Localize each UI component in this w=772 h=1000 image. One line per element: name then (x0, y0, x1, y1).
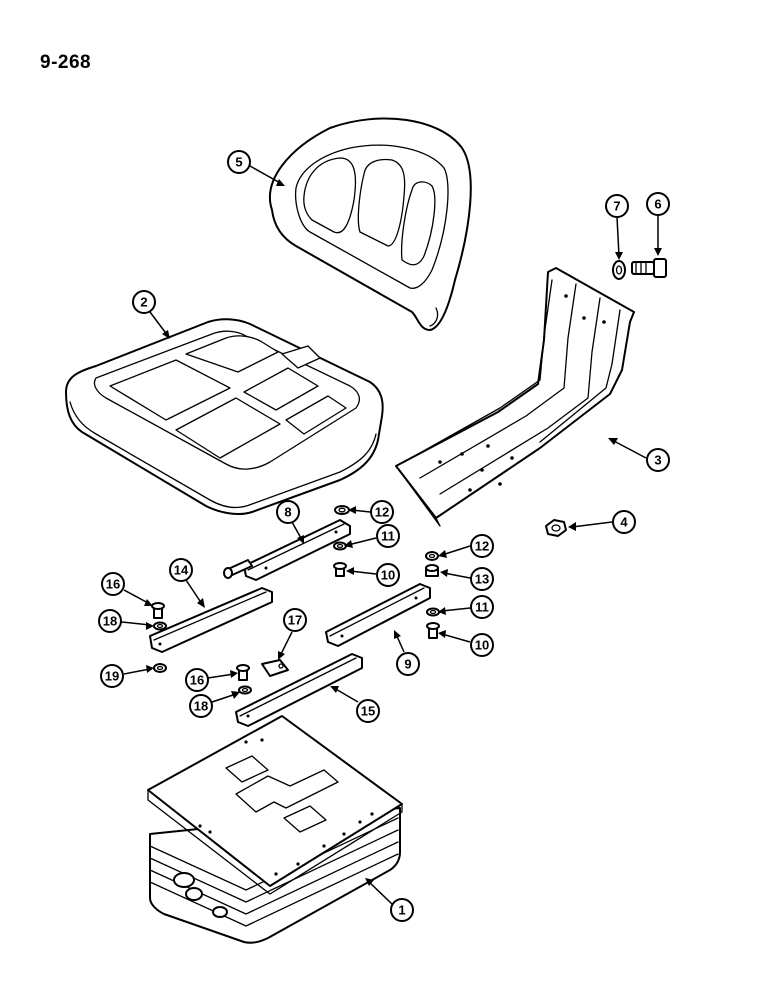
callout-label-12-lower: 12 (475, 539, 489, 554)
callout-12a: 12 (348, 500, 394, 524)
nut-12-right (425, 551, 439, 561)
callout-label-1: 1 (398, 903, 405, 918)
callout-label-14: 14 (174, 563, 189, 578)
callout-label-7: 7 (613, 199, 620, 214)
washer-18-center (238, 685, 252, 695)
callout-17: 17 (278, 608, 307, 660)
callout-16a: 16 (101, 572, 153, 606)
callout-16b: 16 (185, 668, 238, 692)
page-number: 9-268 (40, 52, 92, 73)
bolt-16-center (236, 664, 250, 681)
seat-cushion (65, 318, 384, 515)
callout-10b: 10 (438, 630, 494, 657)
slide-rail-8 (223, 519, 351, 581)
washer-7 (612, 260, 626, 280)
callout-10a: 10 (346, 563, 400, 587)
callout-label-3: 3 (654, 453, 661, 468)
callout-label-18-center: 18 (194, 699, 208, 714)
callout-3: 3 (608, 438, 670, 472)
spacer-13 (425, 564, 439, 577)
nut-19 (153, 663, 167, 673)
callout-label-11-upper: 11 (381, 529, 395, 544)
callout-13: 13 (440, 567, 494, 591)
callout-4: 4 (568, 510, 636, 534)
callout-label-16-left: 16 (106, 577, 120, 592)
callout-label-17: 17 (288, 613, 302, 628)
callout-1: 1 (365, 878, 414, 922)
callout-label-10-upper: 10 (381, 568, 395, 583)
callout-label-15: 15 (361, 704, 375, 719)
callout-14: 14 (169, 558, 205, 608)
callout-label-8: 8 (284, 505, 291, 520)
seat-pan-bracket (395, 267, 635, 527)
bolt-10-upper (333, 562, 347, 577)
bolt-6 (631, 258, 667, 278)
slide-rail-9 (325, 583, 431, 647)
callout-label-11-lower: 11 (475, 600, 489, 615)
callout-label-19: 19 (105, 669, 119, 684)
callout-label-10-lower: 10 (475, 638, 489, 653)
washer-11-lower (426, 607, 440, 617)
nut-4 (545, 519, 567, 537)
callout-2: 2 (132, 290, 170, 339)
bolt-16-left (151, 602, 165, 619)
callout-18a: 18 (98, 609, 154, 633)
callout-6: 6 (646, 192, 670, 256)
callout-label-12-upper: 12 (375, 505, 389, 520)
suspension-base (147, 715, 403, 944)
callout-11a: 11 (344, 524, 400, 548)
callout-12b: 12 (438, 534, 494, 558)
callout-5: 5 (227, 150, 285, 186)
callout-19: 19 (100, 664, 154, 688)
mounting-rail-15 (235, 653, 363, 727)
clip-17 (261, 659, 289, 677)
callout-18b: 18 (189, 691, 240, 718)
callout-15: 15 (330, 686, 380, 723)
callout-label-13: 13 (475, 572, 489, 587)
callout-label-16-center: 16 (190, 673, 204, 688)
callout-11b: 11 (438, 595, 494, 619)
callout-label-5: 5 (235, 155, 242, 170)
bolt-10-lower (426, 622, 440, 639)
nut-12-upper (334, 505, 350, 515)
callout-label-2: 2 (140, 295, 147, 310)
backrest-cushion (269, 117, 472, 331)
callout-label-6: 6 (654, 197, 661, 212)
callout-9: 9 (394, 630, 420, 676)
callout-8: 8 (276, 500, 304, 544)
washer-18-left (153, 621, 167, 631)
mounting-rail-14 (149, 587, 273, 653)
callout-7: 7 (605, 194, 629, 260)
callout-label-9: 9 (404, 657, 411, 672)
callout-label-4: 4 (620, 515, 628, 530)
callout-label-18-left: 18 (103, 614, 117, 629)
